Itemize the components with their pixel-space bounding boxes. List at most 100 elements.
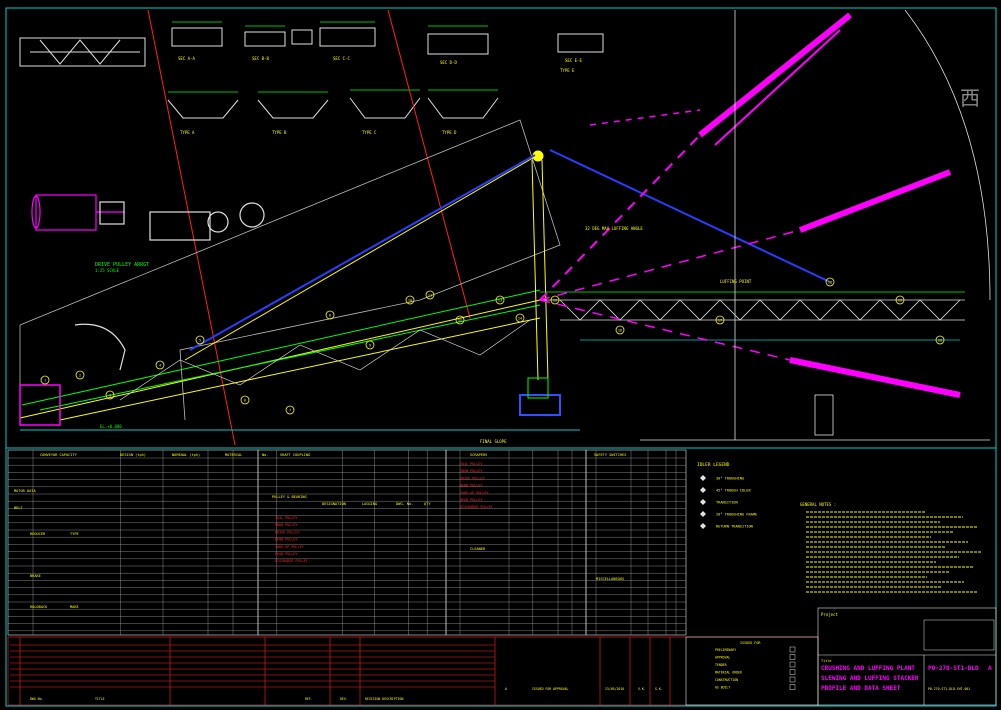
drive-pulley-title: DRIVE PULLEY ARRGT <box>95 262 149 268</box>
drawing-number: P0-270-ST1-DLD <box>928 665 979 672</box>
balloon-number: 3 <box>109 393 111 397</box>
view-label: SEC E-E <box>565 58 582 63</box>
slope-label: FINAL SLOPE <box>480 439 507 444</box>
horizontal-truss <box>540 291 965 341</box>
balloon-marker: 16 <box>615 325 625 335</box>
lagging-label: LAGGING <box>362 502 377 506</box>
red-row-text: TAKE-UP PULLEY <box>460 491 489 495</box>
balloon-number: 16 <box>618 328 622 332</box>
red-row-text: DRIVE PULLEY <box>460 476 485 480</box>
issue-row-text: TENDER <box>715 663 727 667</box>
balloon-number: 4 <box>159 363 161 367</box>
balloon-number: 12 <box>458 318 462 322</box>
balloon-number: 19 <box>898 298 902 302</box>
right-structure <box>640 9 991 441</box>
qty-label: QTY <box>424 502 431 506</box>
dwg-no-label: DWG. No. <box>396 502 413 506</box>
red-reference-line <box>387 9 471 319</box>
balloon-marker: 12 <box>455 315 465 325</box>
balloon-marker: 9 <box>365 340 375 350</box>
rev-col: DWG No. <box>30 697 44 701</box>
balloon-number: 17 <box>718 318 722 322</box>
table-header: NOMINAL (tph) <box>172 453 200 457</box>
balloon-marker: 19 <box>895 295 905 305</box>
rev-value: ISSUED FOR APPROVAL <box>532 687 569 691</box>
type-label: TYPE <box>70 532 79 536</box>
drawing-title-line: PROFILE AND DATA SHEET <box>821 685 901 692</box>
rev-value: 23/05/2016 <box>605 687 624 691</box>
issue-row-text: CONSTRUCTION <box>715 678 738 682</box>
balloon-circle <box>515 313 525 323</box>
balloon-marker: 10 <box>405 295 415 305</box>
tail-section <box>19 384 61 426</box>
legend-symbol-icon <box>700 487 706 493</box>
legend-text: 20° TROUGHING FRAME <box>716 513 757 517</box>
luff-rope <box>549 149 831 283</box>
drawing-rev: A <box>988 665 992 672</box>
view-label: SEC D-D <box>440 60 457 65</box>
safety-label: SAFETY SWITCHES <box>594 453 626 457</box>
drawing-title-line: SLEWING AND LUFFING STACKER <box>821 675 919 682</box>
red-row-text: BEND PULLEY <box>460 484 482 488</box>
balloon-circle <box>895 295 905 305</box>
balloon-number: 15 <box>553 298 557 302</box>
holdback-label: HOLDBACK <box>30 605 48 609</box>
balloon-number: 9 <box>369 343 371 347</box>
issue-row-text: APPROVAL <box>715 656 730 660</box>
top-section-views <box>19 27 604 119</box>
reducer-label: REDUCER <box>30 532 46 536</box>
legend-symbol-icon <box>700 475 706 481</box>
issue-row-text: AS BUILT <box>715 686 730 690</box>
legend-symbol-icon <box>700 523 706 529</box>
balloon-circle <box>615 325 625 335</box>
cleaner-label: CLEANER <box>470 547 486 551</box>
corner-mark: 西 <box>960 86 980 110</box>
title-label: Title <box>821 659 832 663</box>
balloon-circle <box>105 390 115 400</box>
data-tables <box>7 449 687 636</box>
red-row-text: DISCHARGE PULLEY <box>275 559 308 563</box>
table-headers: CONVEYOR CAPACITY DESIGN (tph) NOMINAL (… <box>14 453 626 609</box>
legend-text: 30° TROUGHING <box>716 477 744 481</box>
feed-chute <box>74 323 126 371</box>
luffed-boom-positions <box>539 12 961 398</box>
top-view-labels: SEC A-A SEC B-B SEC C-C SEC D-D SEC E-E … <box>178 56 582 135</box>
table-grid <box>8 450 686 635</box>
balloon-circle <box>550 295 560 305</box>
balloon-marker: 18 <box>825 277 835 287</box>
balloon-marker: 20 <box>935 335 945 345</box>
balloon-circle <box>425 290 435 300</box>
issued-for-label: ISSUED FOR <box>740 641 761 645</box>
balloon-circle <box>715 315 725 325</box>
luff-rope <box>189 154 536 351</box>
balloon-number: 11 <box>428 293 432 297</box>
balloon-circle <box>825 277 835 287</box>
balloon-circle <box>195 335 205 345</box>
red-row-text: TAKE-UP PULLEY <box>275 545 304 549</box>
idler-label: TYPE C <box>362 130 377 135</box>
issue-status-block: ISSUED FOR PRELIMINARYAPPROVALTENDERMATE… <box>685 636 819 706</box>
balloon-marker: 4 <box>155 360 165 370</box>
rev-col: REV. <box>340 697 348 701</box>
table-header: CONVEYOR CAPACITY <box>40 453 78 457</box>
red-row-text: TAIL PULLEY <box>275 516 297 520</box>
balloon-marker: 2 <box>75 370 85 380</box>
doc-reference: P0-270-ST1-DLD-SHT-001 <box>928 687 970 691</box>
rev-col: REVISION DESCRIPTION <box>365 697 403 701</box>
balloon-marker: 1 <box>40 375 50 385</box>
red-row-text: SNUB PULLEY <box>275 523 297 527</box>
balloon-circle <box>240 395 250 405</box>
brake-label: BRAKE <box>30 574 41 578</box>
balloon-number: 5 <box>199 338 201 342</box>
revision-row: DWG No. TITLE REF. REV. REVISION DESCRIP… <box>30 687 663 701</box>
revision-lines <box>10 637 671 705</box>
balloon-number: 20 <box>938 338 942 342</box>
designation-label: DESIGNATION <box>322 502 346 506</box>
balloon-marker: 11 <box>425 290 435 300</box>
issue-checkbox <box>789 646 796 653</box>
balloon-marker: 7 <box>285 405 295 415</box>
